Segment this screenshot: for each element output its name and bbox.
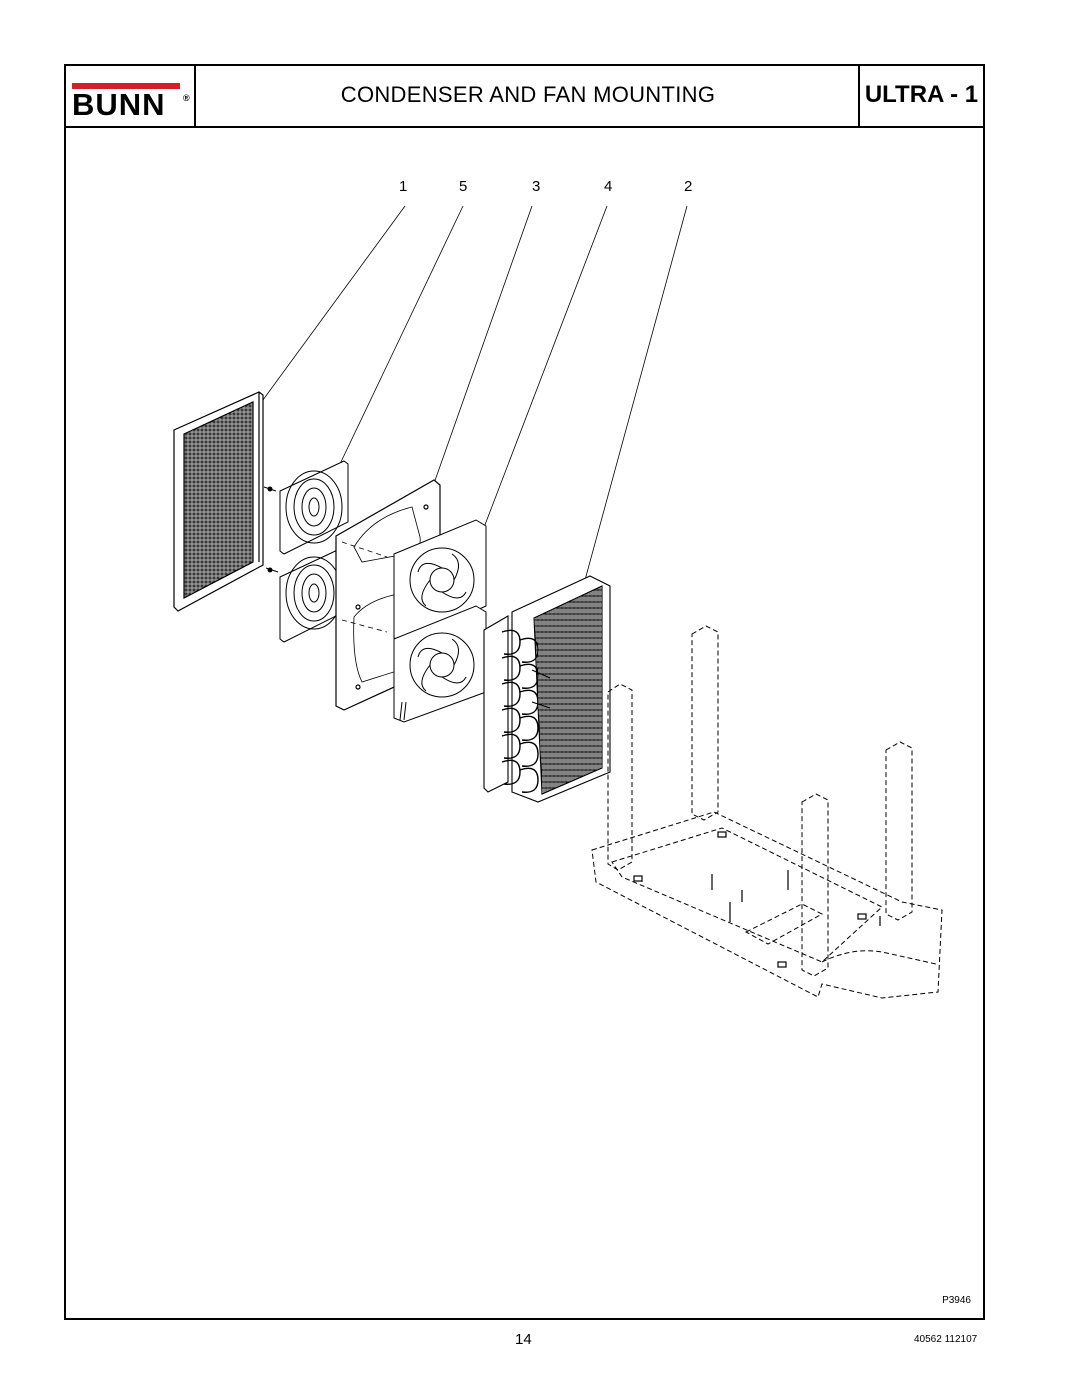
logo-red-bar bbox=[72, 83, 180, 89]
callout-3: 3 bbox=[532, 178, 541, 195]
header-bar: BUNN ® CONDENSER AND FAN MOUNTING ULTRA … bbox=[66, 66, 983, 128]
page-number: 14 bbox=[515, 1331, 532, 1348]
machine-frame-dashed bbox=[591, 625, 943, 999]
brand-logo: BUNN ® bbox=[66, 66, 196, 126]
leader-lines bbox=[259, 205, 688, 581]
document-code: 40562 112107 bbox=[914, 1334, 978, 1345]
logo-registered-mark: ® bbox=[183, 93, 190, 103]
callout-2: 2 bbox=[684, 178, 693, 195]
page-title: CONDENSER AND FAN MOUNTING bbox=[340, 82, 716, 107]
figure-id: P3946 bbox=[942, 1295, 971, 1306]
page-frame: BUNN ® CONDENSER AND FAN MOUNTING ULTRA … bbox=[64, 64, 985, 1320]
callout-1: 1 bbox=[399, 178, 408, 195]
filter-panel bbox=[173, 391, 264, 612]
callout-4: 4 bbox=[604, 178, 613, 195]
coil-bends bbox=[501, 629, 539, 793]
model-label: ULTRA - 1 bbox=[858, 66, 983, 126]
callout-5: 5 bbox=[459, 178, 468, 195]
exploded-view-drawing bbox=[173, 205, 943, 999]
fan-guards bbox=[263, 460, 349, 643]
logo-text: BUNN bbox=[72, 87, 166, 122]
fans bbox=[393, 519, 487, 723]
condenser-coil bbox=[483, 575, 611, 803]
frame-fasteners bbox=[633, 831, 881, 968]
